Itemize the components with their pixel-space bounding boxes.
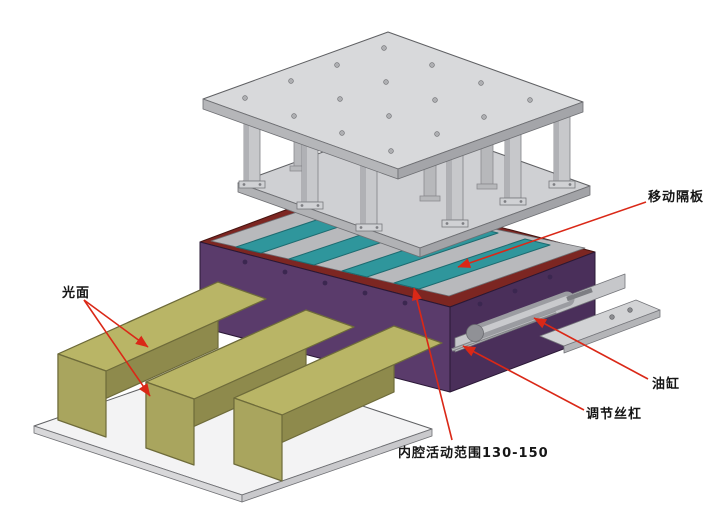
column-cap	[476, 183, 498, 190]
label-adjusting-screw: 调节丝杠	[586, 407, 643, 422]
screw-hole	[429, 62, 435, 68]
mount-plate-edge	[563, 309, 661, 354]
movable-partition	[393, 238, 551, 290]
screw-hole	[288, 78, 294, 84]
molded-block	[145, 309, 355, 466]
leader-smooth-surface-2	[83, 299, 151, 397]
base-plate-right-edge	[241, 428, 433, 503]
block-end-face	[57, 353, 107, 438]
bolt-head	[402, 300, 408, 306]
leader-movable-partition	[457, 201, 647, 268]
leader-smooth-surface-1	[83, 299, 149, 348]
bolt-head	[362, 290, 368, 296]
screw-hole	[527, 97, 533, 103]
cylinder-cap	[466, 324, 484, 342]
screw-hole	[386, 113, 392, 119]
bolt-head	[512, 288, 518, 294]
bolt-head	[322, 280, 328, 286]
molded-block	[233, 325, 443, 482]
oil-cylinder-highlight	[472, 296, 570, 336]
label-movable-partition: 移动隔板	[648, 190, 705, 205]
screw-hole	[481, 114, 487, 120]
top-plate-screw-holes	[242, 45, 533, 154]
screw-hole	[383, 79, 389, 85]
block-end-face	[145, 381, 195, 466]
leader-oil-cylinder	[533, 317, 649, 380]
bolt-hole	[627, 307, 633, 313]
column-cap	[419, 195, 441, 202]
adjustment-mechanism	[451, 273, 661, 354]
cylinder-rod	[566, 287, 593, 302]
screw-hole	[291, 113, 297, 119]
label-cavity-range: 内腔活动范围130-150	[398, 446, 549, 461]
screw-hole	[381, 45, 387, 51]
screw-hole	[337, 96, 343, 102]
press-plate-assembly	[202, 31, 591, 258]
molded-blocks	[33, 281, 443, 503]
bolt-hole	[609, 314, 615, 320]
lower-plate-right-edge	[419, 185, 591, 258]
label-oil-cylinder: 油缸	[652, 377, 681, 392]
screw-hole	[432, 97, 438, 103]
screw-hole	[478, 80, 484, 86]
bolt-head	[477, 301, 483, 307]
screw-hole	[242, 95, 248, 101]
leader-cavity-range	[411, 287, 453, 441]
bolt-head	[282, 269, 288, 275]
bolt-head	[242, 259, 248, 265]
label-smooth-surface: 光面	[62, 286, 91, 301]
block-end-face	[233, 397, 283, 482]
box-bolts	[242, 259, 553, 307]
leader-lines	[83, 201, 649, 441]
screw-hole	[434, 131, 440, 137]
molded-block	[57, 281, 267, 438]
screw-hole	[339, 130, 345, 136]
screw-hole	[388, 148, 394, 154]
bolt-head	[547, 274, 553, 280]
leader-adjusting-screw	[462, 345, 585, 411]
screw-hole	[334, 62, 340, 68]
top-plate-right-edge	[397, 101, 584, 180]
